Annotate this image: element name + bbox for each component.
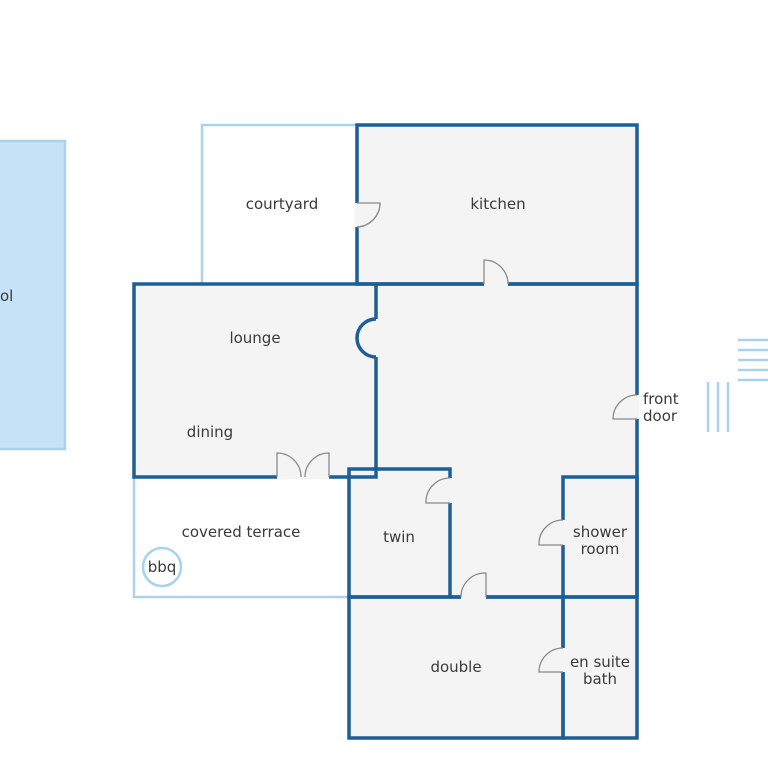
kitchen-hall-door[interactable] — [483, 259, 509, 285]
kitchen-floor — [357, 125, 637, 284]
lounge-label: lounge — [229, 329, 280, 347]
shower-room-door[interactable] — [538, 519, 564, 546]
en-suite-door[interactable] — [538, 647, 564, 673]
shower-room-label-line1: shower — [573, 523, 628, 541]
bbq-label: bbq — [148, 558, 177, 576]
en-suite-label-line1: en suite — [570, 653, 630, 671]
lounge-dining-walls — [132, 282, 378, 479]
en-suite-label-line2: bath — [583, 670, 617, 688]
doors — [276, 202, 640, 673]
double-floor — [349, 597, 563, 738]
dining-label: dining — [187, 423, 233, 441]
lounge-dining-floor — [134, 284, 376, 477]
front-door[interactable] — [612, 394, 638, 420]
pool-label: ol — [0, 287, 13, 305]
en-suite-floor — [563, 597, 637, 738]
walls — [132, 123, 639, 740]
terrace-double-door-right[interactable] — [304, 452, 330, 478]
pool-area — [0, 139, 67, 451]
twin-door[interactable] — [425, 477, 451, 504]
covered-terrace-label: covered terrace — [182, 523, 301, 541]
double-label: double — [430, 658, 481, 676]
entry-steps — [706, 338, 768, 432]
terrace-double-door-left[interactable] — [276, 452, 302, 478]
lounge-hall-archway — [355, 317, 377, 359]
courtyard-area — [200, 123, 359, 286]
double-bedroom-door[interactable] — [460, 572, 487, 598]
front-door-label-line2: door — [643, 407, 678, 425]
shower-room-floor — [563, 477, 637, 597]
courtyard-label: courtyard — [246, 195, 318, 213]
twin-floor — [349, 469, 450, 597]
kitchen-courtyard-door[interactable] — [356, 202, 381, 228]
shower-room-label-line2: room — [581, 540, 620, 558]
bbq-circle — [141, 546, 183, 588]
kitchen-label: kitchen — [470, 195, 525, 213]
front-door-label-line1: front — [643, 390, 679, 408]
twin-label: twin — [383, 528, 415, 546]
